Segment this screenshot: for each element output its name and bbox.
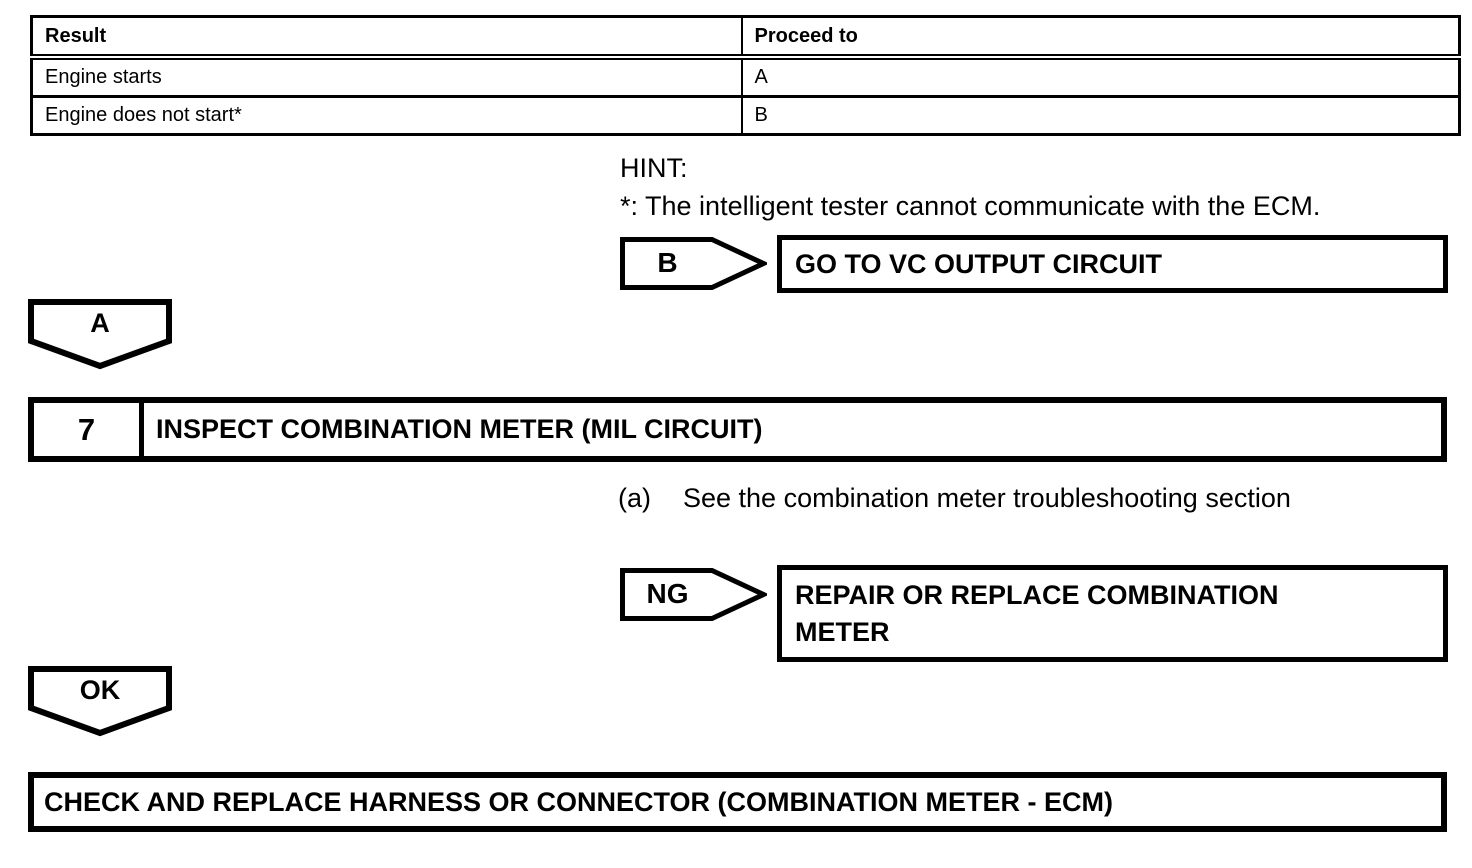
goto-vc-output-circuit-label: GO TO VC OUTPUT CIRCUIT xyxy=(795,248,1163,279)
connector-b: B xyxy=(620,237,767,290)
connector-ng-label: NG xyxy=(646,578,689,609)
connector-b-label: B xyxy=(657,247,678,278)
substep-text: See the combination meter troubleshootin… xyxy=(683,483,1291,513)
repair-replace-combination-meter-label: REPAIR OR REPLACE COMBINATION METER xyxy=(795,580,1279,647)
hint-block: HINT: *: The intelligent tester cannot c… xyxy=(620,149,1320,225)
column-header-proceed-to: Proceed to xyxy=(740,15,1461,60)
step-title: INSPECT COMBINATION METER (MIL CIRCUIT) xyxy=(156,414,763,444)
results-table: Result Proceed to Engine starts A Engine… xyxy=(30,15,1461,136)
table-row: Engine does not start* B xyxy=(30,95,1461,136)
right-arrow-icon xyxy=(620,237,767,290)
step-7-box: 7 INSPECT COMBINATION METER (MIL CIRCUIT… xyxy=(28,397,1447,462)
connector-ng: NG xyxy=(620,568,767,621)
hint-text: *: The intelligent tester cannot communi… xyxy=(620,191,1321,221)
check-replace-harness-label: CHECK AND REPLACE HARNESS OR CONNECTOR (… xyxy=(44,786,1114,817)
table-header-row: Result Proceed to xyxy=(30,15,1461,60)
hint-label: HINT: xyxy=(620,153,688,183)
down-pentagon-icon xyxy=(28,299,172,370)
check-replace-harness-box: CHECK AND REPLACE HARNESS OR CONNECTOR (… xyxy=(28,772,1447,832)
connector-ok: OK xyxy=(28,666,172,737)
proceed-to-cell: B xyxy=(740,95,1461,136)
result-cell: Engine starts xyxy=(30,56,743,98)
result-cell: Engine does not start* xyxy=(30,95,743,136)
down-pentagon-icon xyxy=(28,666,172,737)
table-row: Engine starts A xyxy=(30,56,1461,98)
substep-a: (a) See the combination meter troubleshoo… xyxy=(618,483,1291,514)
connector-a-label: A xyxy=(90,308,110,338)
substep-label: (a) xyxy=(618,483,651,513)
right-arrow-icon xyxy=(620,568,767,621)
repair-replace-combination-meter-box: REPAIR OR REPLACE COMBINATION METER xyxy=(777,565,1448,662)
goto-vc-output-circuit-box: GO TO VC OUTPUT CIRCUIT xyxy=(777,235,1448,293)
column-header-result: Result xyxy=(30,15,743,60)
connector-ok-label: OK xyxy=(79,675,121,705)
proceed-to-cell: A xyxy=(740,56,1461,98)
step-number: 7 xyxy=(34,403,144,456)
connector-a: A xyxy=(28,299,172,370)
